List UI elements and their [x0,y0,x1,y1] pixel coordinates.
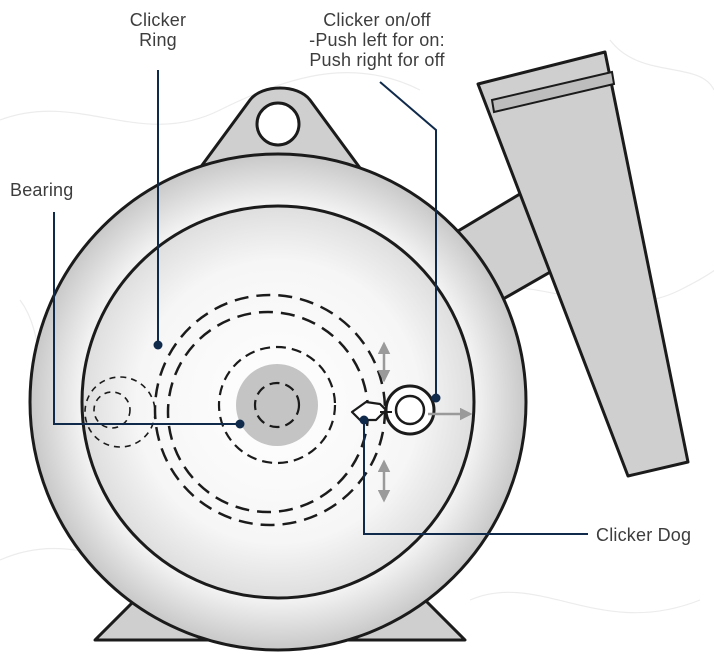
motion-arrows [377,341,473,503]
label-clicker-onoff-line-2: -Push left for on: [309,30,445,50]
handle-grip-band [490,70,616,114]
label-clicker-onoff-line-1: Clicker on/off [323,10,431,30]
label-clicker-ring-line-2: Ring [139,30,177,50]
label-clicker-ring-line-1: Clicker [129,10,187,30]
label-bearing: Bearing [10,180,74,200]
label-clicker-onoff: Clicker on/off -Push left for on: Push r… [252,10,502,70]
label-clicker-ring: Clicker Ring [112,10,204,50]
callout-onoff [379,81,437,398]
hub-shade [236,364,318,446]
label-clicker-onoff-line-3: Push right for off [309,50,445,70]
clicker-switch [384,384,436,436]
callout-dots [153,340,441,429]
label-clicker-dog: Clicker Dog [596,525,692,545]
bearing-circles [217,345,337,465]
callout-clicker-dog [363,420,588,535]
callout-lines [53,70,588,535]
mounting-ear [198,86,362,170]
callout-bearing [53,212,240,425]
